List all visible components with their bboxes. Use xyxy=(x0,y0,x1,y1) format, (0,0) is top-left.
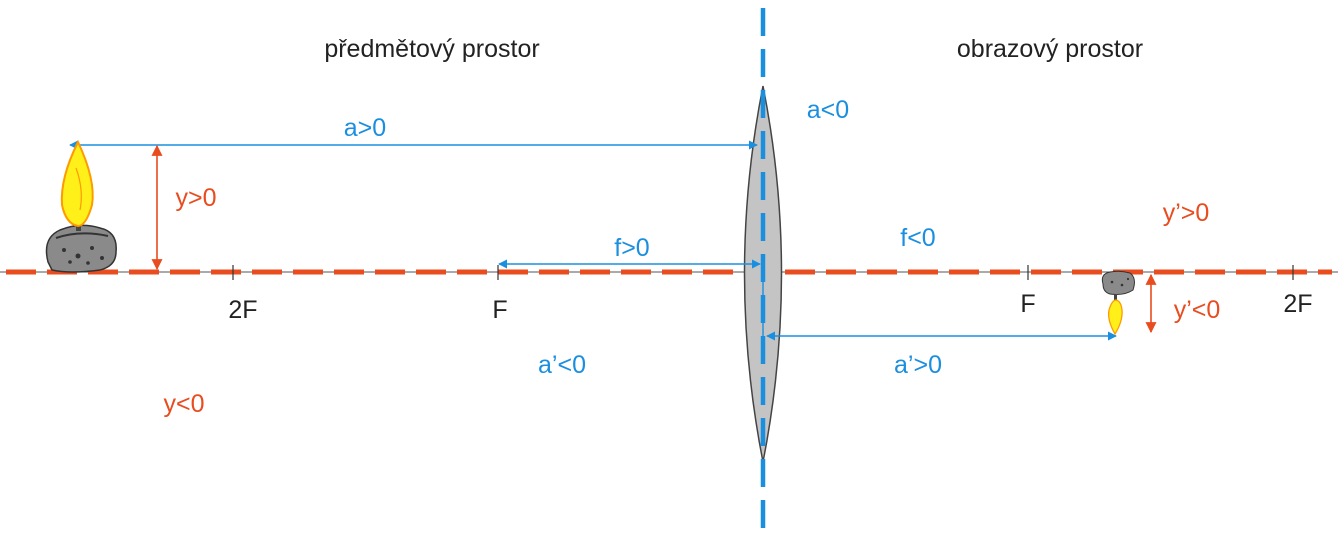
a-neg-label: a<0 xyxy=(807,96,849,124)
left-2f-label: 2F xyxy=(228,296,257,324)
left-f-label: F xyxy=(492,296,507,324)
right-f-label: F xyxy=(1020,290,1035,318)
y-neg-label: y<0 xyxy=(163,390,204,418)
right-2f-label: 2F xyxy=(1283,290,1312,318)
f-neg-label: f<0 xyxy=(900,224,935,252)
y-img-pos-label: y’>0 xyxy=(1163,199,1210,227)
y-img-neg-label: y’<0 xyxy=(1174,296,1221,324)
y-pos-label: y>0 xyxy=(175,184,216,212)
a-img-pos-label: a’>0 xyxy=(894,351,942,379)
image-space-label: obrazový prostor xyxy=(957,35,1143,63)
inverted-candle-icon xyxy=(1101,270,1135,336)
candle-icon xyxy=(45,139,117,273)
f-pos-label: f>0 xyxy=(614,234,649,262)
object-space-label: předmětový prostor xyxy=(324,35,539,63)
a-pos-label: a>0 xyxy=(344,114,386,142)
a-img-neg-label: a’<0 xyxy=(538,351,586,379)
